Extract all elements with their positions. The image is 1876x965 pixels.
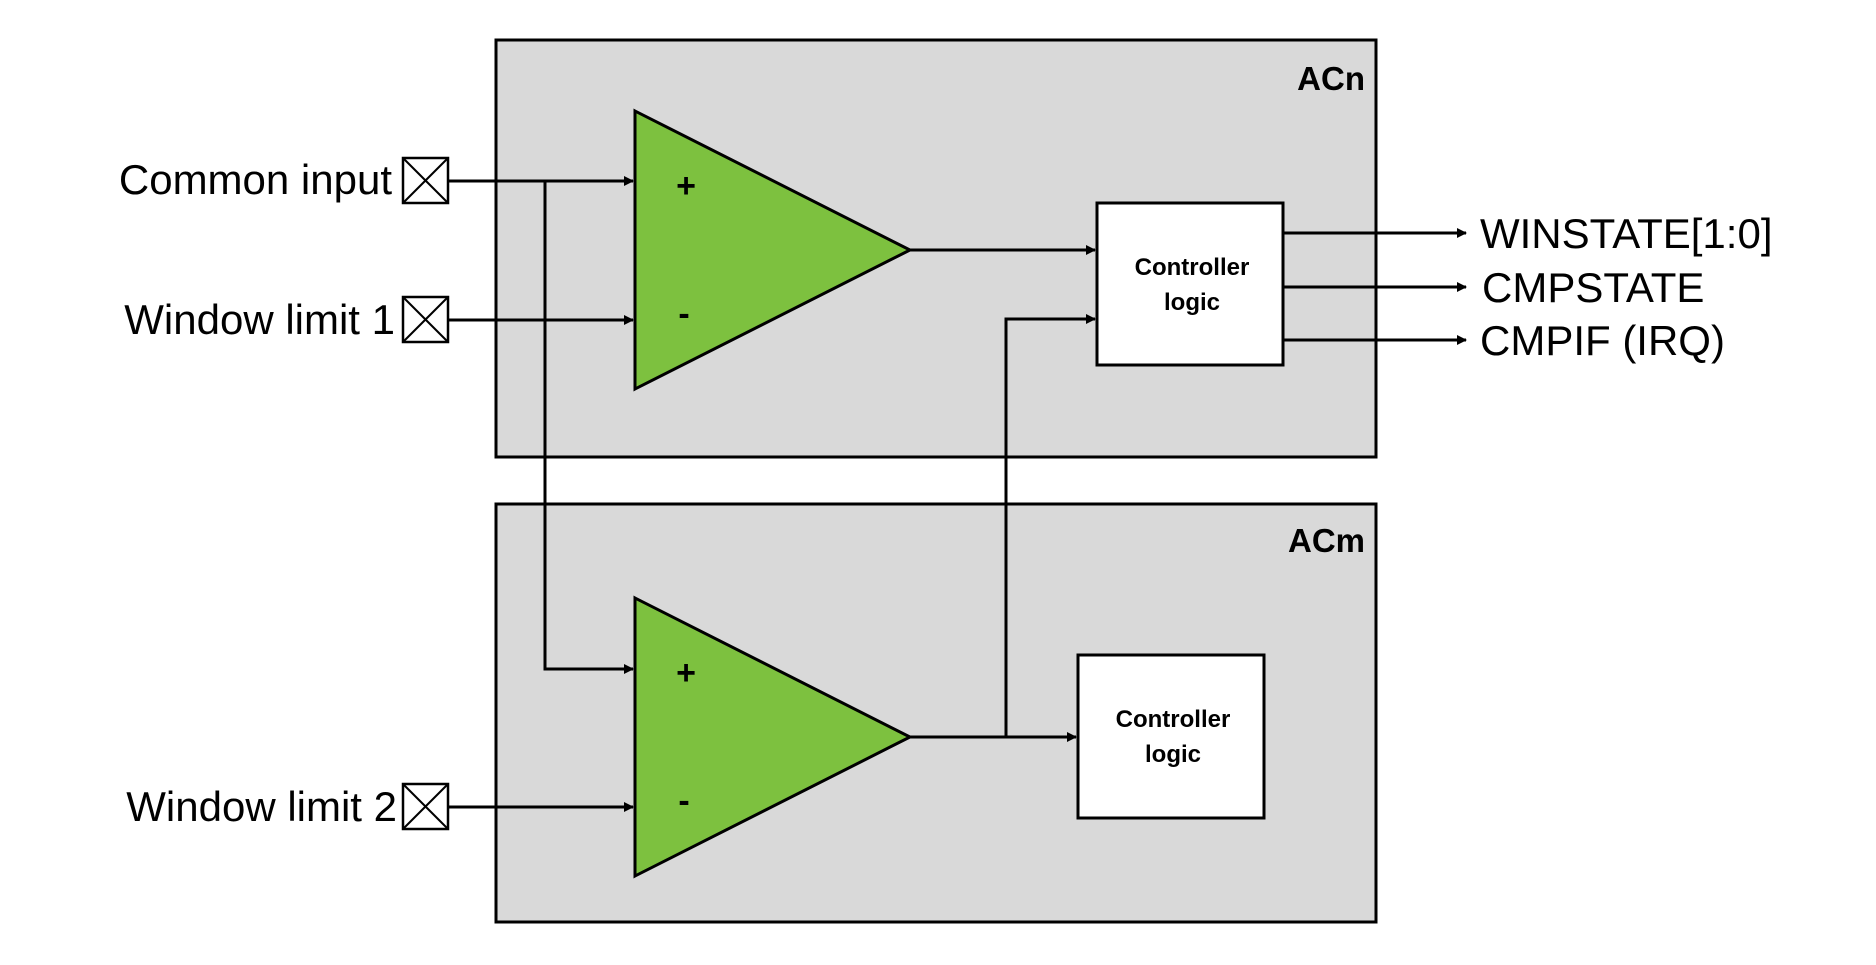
comparator-acn: + - (633, 108, 914, 392)
comparator-acm-minus-sign: - (678, 782, 689, 820)
winstate-output-label: WINSTATE[1:0] (1480, 210, 1772, 257)
comparator-acm: + - (633, 595, 914, 879)
window-limit-1-pin (401, 295, 450, 344)
cmpstate-output-label: CMPSTATE (1482, 264, 1704, 311)
controller-logic-acn: Controller logic (1095, 201, 1285, 367)
controller-logic-acn-line2: logic (1164, 289, 1220, 316)
controller-logic-acn-line1: Controller (1135, 254, 1250, 281)
controller-logic-acm: Controller logic (1076, 653, 1266, 820)
window-limit-2-pin (401, 782, 450, 831)
window-limit-2-label: Window limit 2 (126, 783, 397, 830)
wiring (448, 176, 1467, 812)
comparator-acm-plus-sign: + (676, 654, 696, 692)
cmpif-output-label: CMPIF (IRQ) (1480, 317, 1725, 364)
acn-block-label: ACn (1297, 60, 1365, 97)
comparator-acn-plus-sign: + (676, 167, 696, 205)
controller-logic-acm-line2: logic (1145, 741, 1201, 768)
window-limit-1-label: Window limit 1 (124, 296, 395, 343)
comparator-acn-minus-sign: - (678, 295, 689, 333)
acm-block-label: ACm (1288, 522, 1365, 559)
common-input-label: Common input (119, 156, 392, 203)
controller-logic-acm-line1: Controller (1116, 706, 1231, 733)
common-input-pin (401, 156, 450, 205)
